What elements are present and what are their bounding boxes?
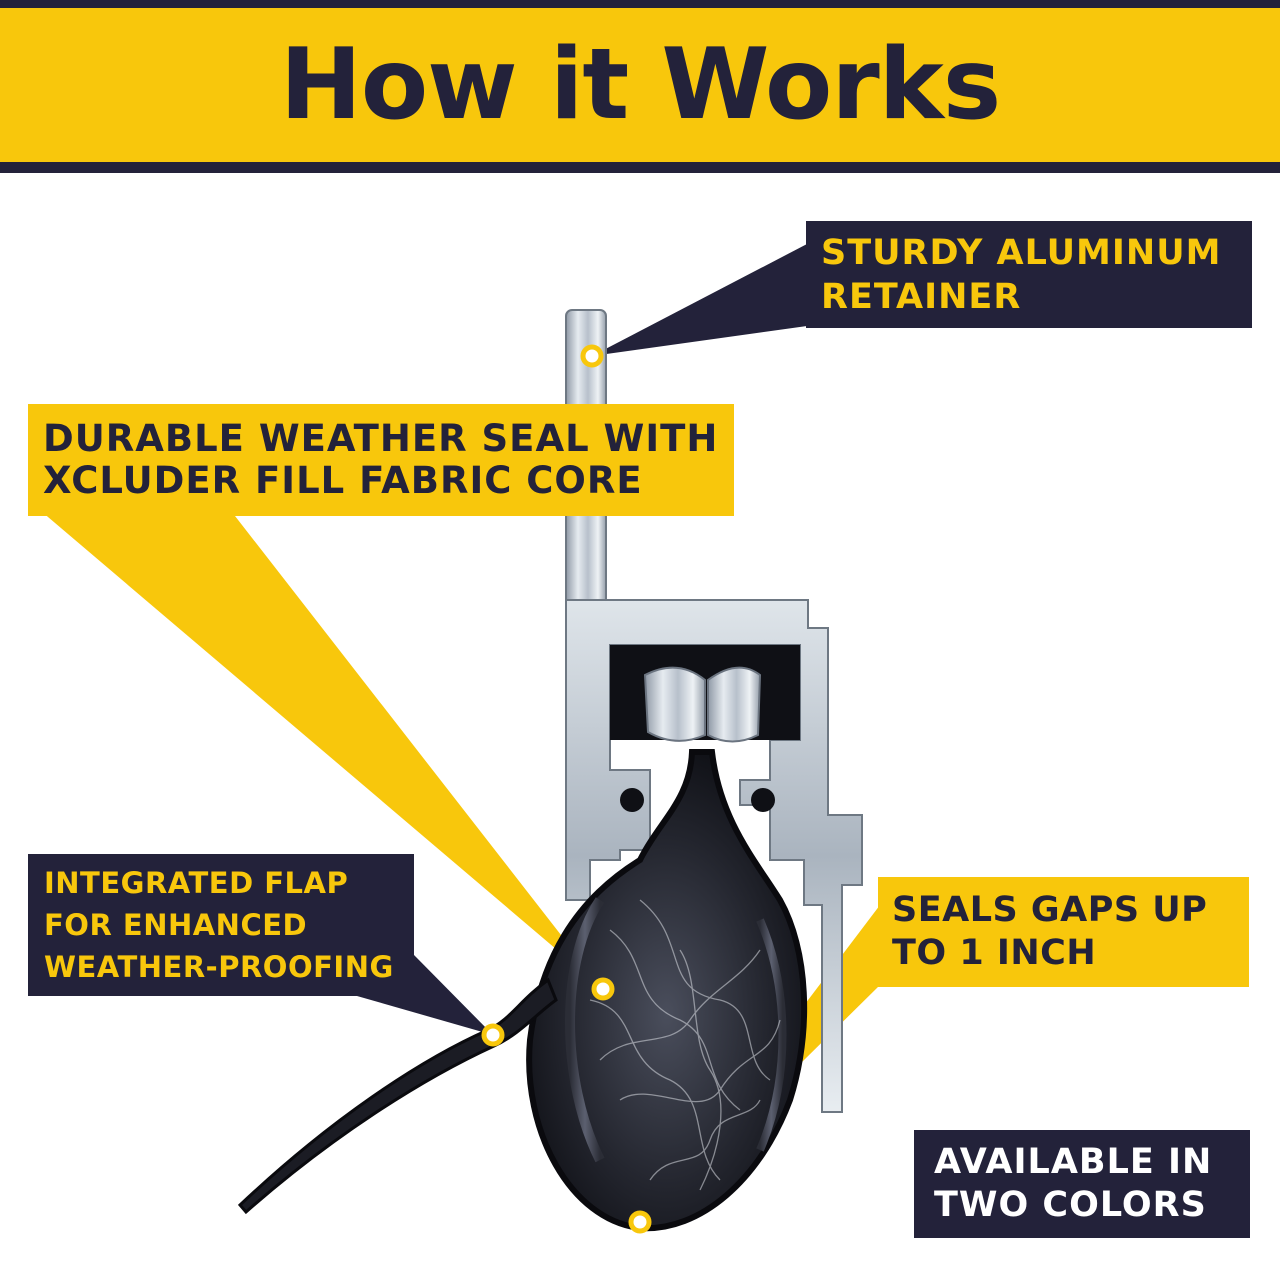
leader-aluminum <box>592 244 807 356</box>
leader-durable <box>28 500 603 989</box>
marker-gaps <box>628 1210 652 1234</box>
marker-aluminum <box>580 344 604 368</box>
integrated-flap <box>237 977 558 1215</box>
callout-aluminum-line2: RETAINER <box>821 276 1022 317</box>
callout-flap-line2: FOR ENHANCED <box>44 908 308 942</box>
callout-flap-line3: WEATHER-PROOFING <box>44 950 394 984</box>
header-band <box>0 8 1280 162</box>
callout-colors-line2: TWO COLORS <box>934 1185 1207 1225</box>
header-bottom-rule <box>0 162 1280 173</box>
callout-gaps-line1: SEALS GAPS UP <box>892 890 1208 930</box>
seal-mount <box>643 666 762 743</box>
callout-markers <box>481 344 652 1234</box>
callout-colors-line1: AVAILABLE IN <box>934 1142 1213 1182</box>
callout-seals-gaps: SEALS GAPS UP TO 1 INCH <box>878 877 1249 987</box>
page-title: How it Works <box>279 28 1001 142</box>
callout-durable-seal: DURABLE WEATHER SEAL WITH XCLUDER FILL F… <box>28 404 734 516</box>
callout-two-colors: AVAILABLE IN TWO COLORS <box>914 1130 1250 1238</box>
callout-integrated-flap: INTEGRATED FLAP FOR ENHANCED WEATHER-PRO… <box>28 854 414 996</box>
callout-durable-line1: DURABLE WEATHER SEAL WITH <box>43 417 719 460</box>
callout-durable-line2: XCLUDER FILL FABRIC CORE <box>43 459 643 502</box>
callout-gaps-line2: TO 1 INCH <box>892 933 1097 973</box>
callout-aluminum-line1: STURDY ALUMINUM <box>821 232 1222 273</box>
marker-durable <box>591 977 615 1001</box>
marker-flap <box>481 1023 505 1047</box>
callout-flap-line1: INTEGRATED FLAP <box>44 866 349 900</box>
top-rule <box>0 0 1280 8</box>
callout-aluminum-retainer: STURDY ALUMINUM RETAINER <box>806 221 1252 328</box>
